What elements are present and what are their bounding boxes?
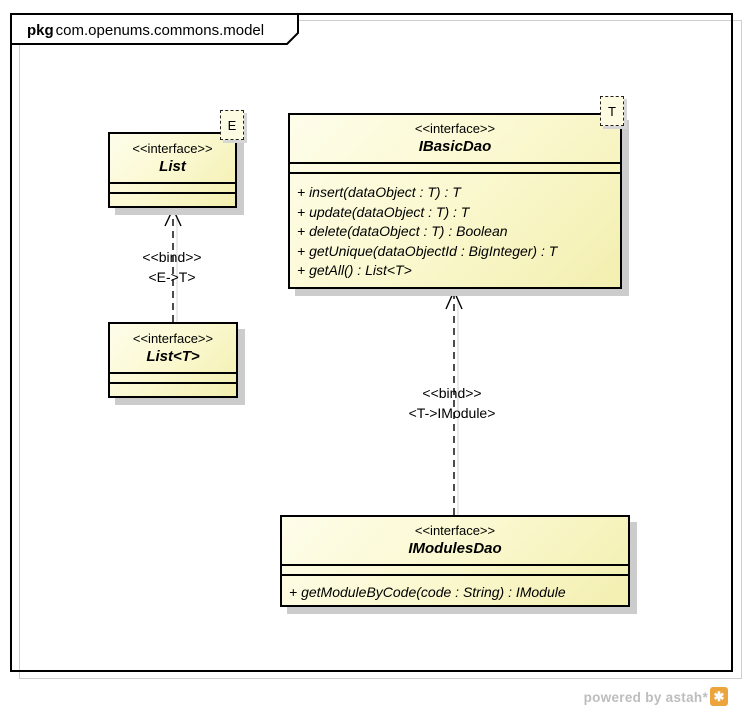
class-name: IModulesDao xyxy=(408,540,502,557)
frame-title: com.openums.commons.model xyxy=(55,22,265,39)
operation: + getAll() : List<T> xyxy=(297,262,412,278)
stereotype-label: <<interface>> xyxy=(132,330,214,346)
class-title-compartment: <<interface>> IBasicDao xyxy=(290,115,620,162)
astah-logo-icon: ✱ xyxy=(710,687,728,706)
class-box-list[interactable]: E <<interface>> List xyxy=(108,110,244,208)
bind-label-e-to-t[interactable]: <<bind>> <E->T> xyxy=(116,247,228,287)
operations-compartment: + insert(dataObject : T) : T + update(da… xyxy=(290,172,620,287)
package-frame-border xyxy=(10,13,733,672)
class-box-ibasicdao[interactable]: T <<interface>> IBasicDao + insert(dataO… xyxy=(288,96,624,289)
operations-compartment xyxy=(110,192,235,206)
bind-substitution: <E->T> xyxy=(148,269,196,285)
frame-keyword: pkg xyxy=(27,22,54,39)
stereotype-label: <<interface>> xyxy=(414,523,496,538)
attributes-compartment xyxy=(110,182,235,192)
operation: + getModuleByCode(code : String) : IModu… xyxy=(289,584,566,600)
attributes-compartment xyxy=(282,564,628,574)
class-box-list-t[interactable]: <<interface>> List<T> xyxy=(108,322,238,398)
class-box-imodulesdao[interactable]: <<interface>> IModulesDao + getModuleByC… xyxy=(280,515,630,607)
frame-shadow xyxy=(19,20,742,679)
template-param-box-e[interactable]: E xyxy=(220,110,244,140)
attributes-compartment xyxy=(110,372,236,382)
stereotype-label: <<interface>> xyxy=(132,140,213,156)
class-name: List xyxy=(159,157,186,175)
class-title-compartment: <<interface>> List<T> xyxy=(110,324,236,372)
stereotype-label: <<interface>> xyxy=(414,121,496,136)
bind-stereotype: <<bind>> xyxy=(422,385,482,401)
bind-stereotype: <<bind>> xyxy=(142,249,202,265)
template-param-box-t[interactable]: T xyxy=(600,96,624,126)
operation: + getUnique(dataObjectId : BigInteger) :… xyxy=(297,242,558,259)
class-name: List<T> xyxy=(146,347,200,365)
operation: + delete(dataObject : T) : Boolean xyxy=(297,223,508,239)
class-title-compartment: <<interface>> List xyxy=(110,134,235,182)
bind-substitution: <T->IModule> xyxy=(408,405,496,421)
operations-compartment: + getModuleByCode(code : String) : IModu… xyxy=(282,574,628,605)
operation: + update(dataObject : T) : T xyxy=(297,203,470,220)
operations-compartment xyxy=(110,382,236,396)
bind-label-t-to-imodule[interactable]: <<bind>> <T->IModule> xyxy=(382,383,522,423)
attributes-compartment xyxy=(290,162,620,172)
class-name: IBasicDao xyxy=(418,138,492,155)
package-tab-shape[interactable] xyxy=(10,13,299,45)
operation: + insert(dataObject : T) : T xyxy=(297,184,461,200)
package-frame-tab[interactable] xyxy=(0,0,320,50)
powered-by-astah-watermark: powered by astah* xyxy=(583,690,708,705)
class-title-compartment: <<interface>> IModulesDao xyxy=(282,517,628,564)
